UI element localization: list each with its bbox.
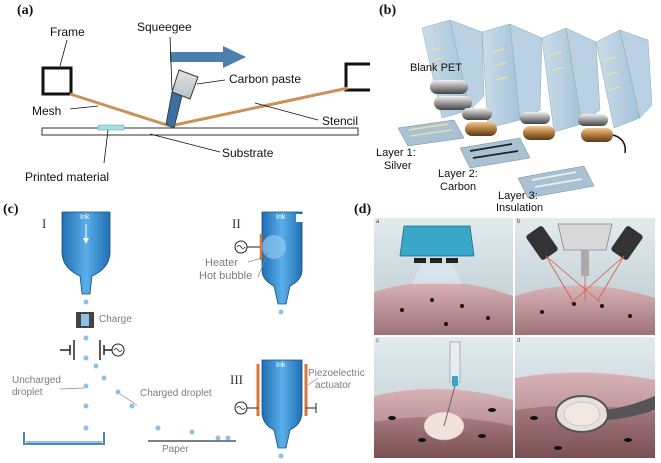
roller-blank-pet (430, 80, 472, 110)
uncharged-label-1: Uncharged (12, 375, 61, 386)
blank-pet-label: Blank PET (410, 62, 462, 74)
printed-material-rect (97, 124, 125, 131)
squeegee-icon (165, 69, 199, 129)
frame-label: Frame (50, 25, 85, 39)
mesh-right (169, 86, 349, 128)
panel-b-roll-to-roll: (b) Blank PET Layer 1: Silver Layer 2: C… (370, 0, 661, 215)
printed-material-label: Printed material (25, 170, 110, 184)
quad-d-letter: d (517, 338, 521, 344)
panel-c-inkjet: (c) I II III Ink Ink Ink Charge Uncharge… (0, 200, 365, 463)
nozzle-piezo-icon (256, 359, 308, 459)
mesh-label: Mesh (32, 104, 62, 118)
roller-layer-3 (578, 114, 626, 154)
pet-film (421, 19, 653, 133)
roman-1: I (42, 216, 47, 231)
nozzle-continuous-icon (61, 211, 111, 295)
substrate-bar (41, 127, 359, 136)
card-layer-1 (397, 119, 465, 147)
paper-label: Paper (162, 444, 189, 455)
ink-label-1: Ink (80, 214, 90, 221)
roller-layer-1 (462, 108, 497, 136)
left-frame (41, 66, 73, 96)
layer3-label: Layer 3: (498, 190, 538, 202)
gutter (23, 432, 105, 445)
layer2-label: Layer 2: (438, 168, 478, 180)
panel-a-screen-printing: (a) Frame Squeegee Carbon paste Mesh Ste… (0, 0, 370, 200)
quad-a-scanner (374, 218, 513, 335)
layer1-label: Layer 1: (376, 147, 416, 159)
direction-arrow-icon (170, 46, 246, 68)
roll-to-roll-diagram (397, 19, 653, 199)
panel-b-label: (b) (379, 3, 397, 18)
card-layer-3 (517, 165, 595, 199)
layer3-name: Insulation (496, 202, 544, 214)
charged-droplet-label: Charged droplet (140, 388, 212, 399)
quad-c-letter: c (376, 338, 379, 344)
stencil-label: Stencil (322, 114, 359, 128)
roman-2: II (232, 216, 241, 231)
piezo-label-1: Piezoelectric (308, 368, 365, 379)
inkjet-diagram (23, 211, 319, 459)
deflection-plates (60, 340, 112, 360)
quad-c-extrusion (374, 337, 513, 458)
uncharged-label-2: droplet (12, 387, 43, 398)
panel-d-label: (d) (354, 202, 372, 217)
card-layer-2 (459, 137, 531, 169)
bioprinting-render (374, 218, 655, 458)
panel-c-label: (c) (3, 202, 19, 217)
screen-printing-diagram (41, 36, 370, 164)
roman-3: III (230, 372, 243, 387)
charge-label: Charge (99, 314, 132, 325)
hot-bubble-label: Hot bubble (199, 270, 253, 282)
panel-d-bioprinting: (d) (354, 200, 661, 463)
mesh-left (69, 92, 171, 128)
piezo-label-2: actuator (315, 380, 352, 391)
heater-label: Heater (205, 257, 239, 269)
layer1-name: Silver (384, 160, 412, 172)
quad-b-letter: b (517, 219, 521, 225)
droplets (83, 299, 231, 441)
ink-label-3: Ink (276, 362, 286, 369)
squeegee-label: Squeegee (137, 20, 192, 34)
right-frame (344, 62, 370, 92)
carbon-paste-label: Carbon paste (229, 72, 302, 86)
nozzle-thermal-icon (259, 211, 306, 315)
panel-a-label: (a) (17, 3, 34, 18)
ink-label-2: Ink (276, 214, 286, 221)
layer2-name: Carbon (440, 181, 477, 193)
quad-d-bandage (515, 337, 655, 458)
substrate-label: Substrate (222, 146, 274, 160)
quad-b-cameras (515, 218, 655, 335)
roller-layer-2 (520, 112, 555, 140)
quad-a-letter: a (376, 219, 380, 225)
